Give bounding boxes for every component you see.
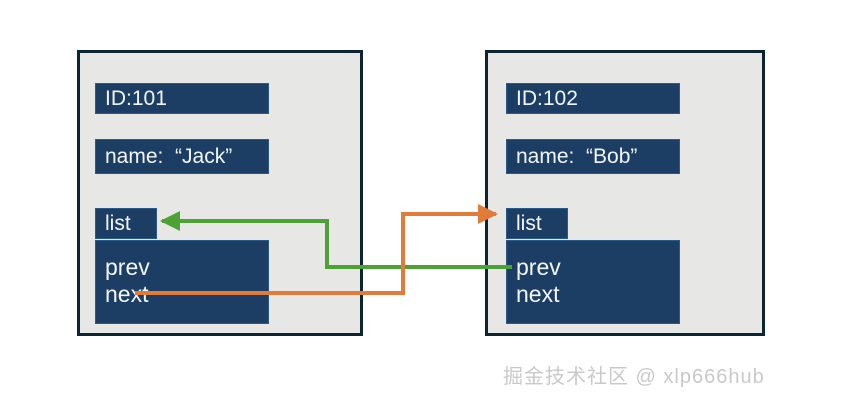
node-right-next-label: next — [516, 281, 560, 308]
node-right-id-field: ID:102 — [506, 83, 680, 114]
node-right-name-field: name: “Bob” — [506, 139, 680, 174]
watermark-text: 掘金技术社区 @ xlp666hub — [503, 366, 765, 388]
node-left-id-field: ID:101 — [95, 83, 269, 114]
node-right-list-tab: list — [506, 208, 568, 239]
node-container-left: ID:101 name: “Jack” list prev next — [77, 50, 363, 336]
node-left-list-body: prev next — [95, 240, 269, 324]
node-right-list-body: prev next — [506, 240, 680, 324]
node-right-prev-label: prev — [516, 254, 561, 280]
node-left-prev-label: prev — [105, 254, 150, 280]
node-left-list-tab: list — [95, 208, 157, 239]
node-container-right: ID:102 name: “Bob” list prev next — [485, 50, 765, 336]
node-left-next-label: next — [105, 281, 149, 308]
node-left-name-field: name: “Jack” — [95, 139, 269, 174]
